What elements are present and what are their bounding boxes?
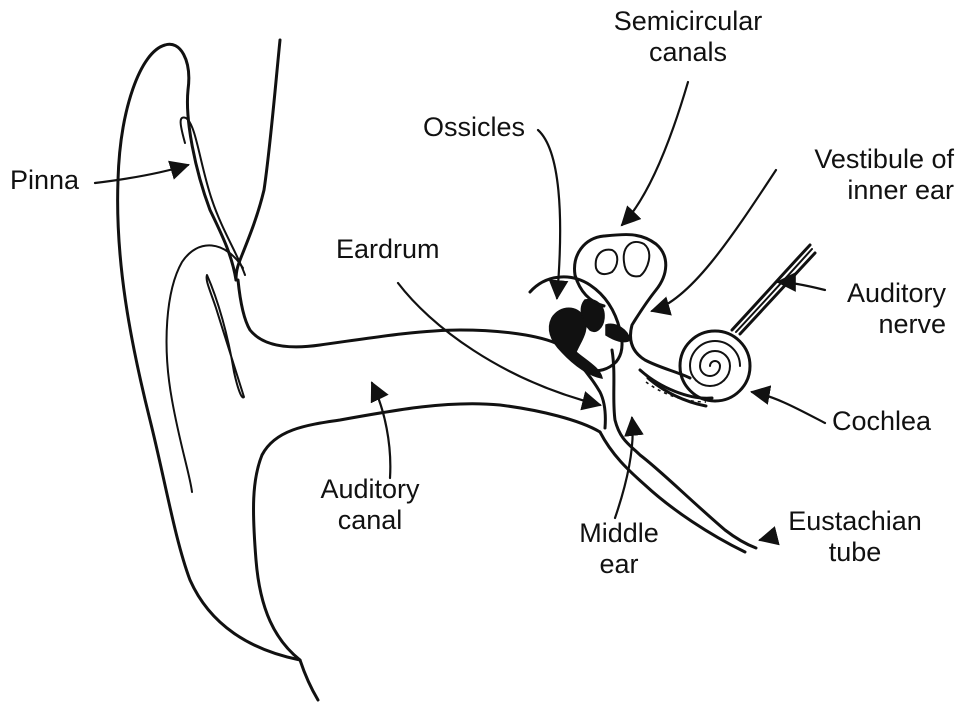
label-eustachian-tube: Eustachian tube (770, 506, 940, 568)
auditory-nerve-shape (732, 245, 815, 334)
ossicles-shape (550, 300, 630, 378)
label-middle-ear: Middle ear (560, 518, 678, 580)
label-ossicles: Ossicles (423, 112, 525, 143)
label-auditory-nerve: Auditory nerve (822, 278, 946, 340)
leader-arrows (95, 82, 825, 540)
pinna-shape (118, 40, 600, 700)
label-semicircular-canals: Semicircular canals (603, 6, 773, 68)
label-pinna: Pinna (10, 165, 79, 196)
label-eardrum: Eardrum (336, 234, 440, 265)
cochlea-shape (640, 331, 750, 406)
label-auditory-canal: Auditory canal (300, 474, 440, 536)
label-cochlea: Cochlea (832, 406, 931, 437)
label-vestibule-of-inner-ear: Vestibule of inner ear (768, 144, 954, 206)
